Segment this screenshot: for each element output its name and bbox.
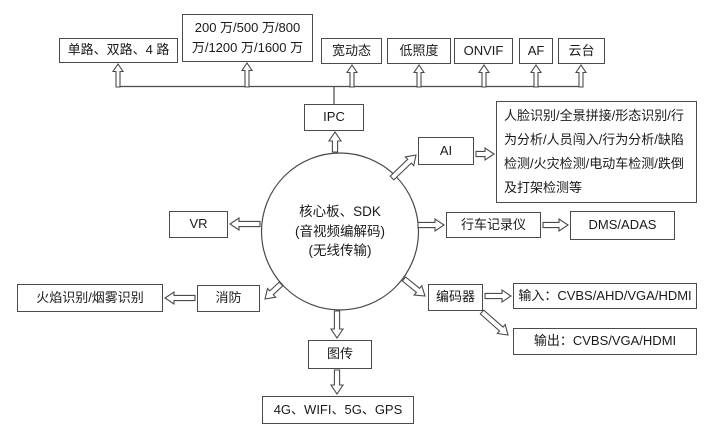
node-encoder-input: 输入：CVBS/AHD/VGA/HDMI <box>513 283 697 309</box>
node-ptz: 云台 <box>558 38 605 64</box>
arrow-bus-to-wdr <box>345 64 359 88</box>
arrow-core-to-encoder <box>401 276 426 297</box>
arrow-core-to-fire <box>264 281 284 300</box>
arrow-bus-to-resolution <box>240 62 254 88</box>
node-image-transmission: 图传 <box>308 340 372 369</box>
arrow-bus-to-channels <box>111 63 125 88</box>
arrow-bus-to-ptz <box>574 64 588 88</box>
node-vr: VR <box>169 211 228 238</box>
arrow-core-to-ai <box>389 154 417 181</box>
arrow-encoder-to-output <box>479 309 509 336</box>
arrow-dashcam-to-dms <box>542 217 569 233</box>
node-ai-capabilities: 人脸识别/全景拼接/形态识别/行为分析/人员闯入/行为分析/缺陷检测/火灾检测/… <box>496 101 697 203</box>
arrow-group <box>111 62 588 395</box>
node-af: AF <box>519 38 553 64</box>
arrow-fire-to-flame <box>164 290 196 306</box>
node-wdr: 宽动态 <box>321 38 382 64</box>
arrow-bus-to-onvif <box>477 64 491 88</box>
core-circle <box>260 152 420 311</box>
node-fire: 消防 <box>197 285 260 312</box>
arrow-bus-to-lowlight <box>412 64 426 88</box>
node-dashcam: 行车记录仪 <box>446 212 541 238</box>
node-channels: 单路、双路、4 路 <box>59 38 178 63</box>
node-resolution: 200 万/500 万/800 万/1200 万/1600 万 <box>182 14 313 62</box>
node-flame-smoke: 火焰识别/烟雾识别 <box>17 284 163 312</box>
arrow-bus-to-af <box>529 64 543 88</box>
arrow-transmission-to-4g <box>329 369 345 395</box>
node-onvif: ONVIF <box>454 38 513 64</box>
node-low-light: 低照度 <box>387 38 451 64</box>
arrow-core-to-ipc <box>327 131 343 153</box>
node-dms-adas: DMS/ADAS <box>570 211 675 240</box>
arrow-core-to-transmission <box>329 310 345 339</box>
node-ipc: IPC <box>304 104 364 131</box>
node-encoder-output: 输出：CVBS/VGA/HDMI <box>513 328 697 355</box>
arrow-core-to-vr <box>229 216 261 232</box>
arrow-core-to-dashcam <box>417 217 445 233</box>
arrow-encoder-to-input <box>484 288 512 304</box>
node-ai: AI <box>418 137 474 165</box>
arrow-ai-to-capabilities <box>475 146 495 162</box>
node-wireless-links: 4G、WIFI、5G、GPS <box>262 396 414 424</box>
node-encoder: 编码器 <box>428 284 483 311</box>
